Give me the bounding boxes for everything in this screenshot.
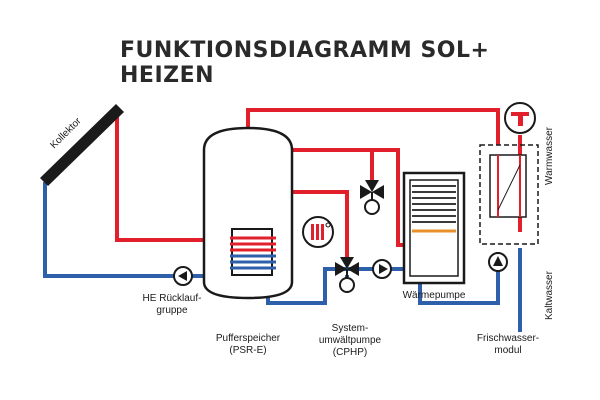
buffer-tank [202, 126, 294, 300]
system-pump-label-line3: (CPHP) [333, 347, 367, 358]
fresh-water-module-label-line1: Frischwasser- [477, 333, 539, 344]
labels: HE Rücklauf- gruppe Pufferspeicher (PSR-… [143, 126, 555, 358]
fresh-water-module [479, 144, 539, 272]
mixing-valve-lower-icon [335, 257, 359, 293]
heating-flow-pipe [292, 190, 349, 262]
diagram-title-line1: FUNKTIONSDIAGRAMM SOL+ [120, 38, 489, 63]
collector-flow-pipe [115, 117, 236, 242]
tap-icon [504, 102, 536, 134]
cold-water-label: Kaltwasser [544, 270, 555, 320]
collector-return-pipe [43, 182, 230, 278]
he-return-group-label-line2: gruppe [156, 305, 188, 316]
tank-to-freshwater-pipe [246, 108, 500, 145]
heat-pump-label: Wärmepumpe [403, 290, 466, 301]
heat-exchanger-coil [230, 236, 276, 270]
buffer-tank-label-line1: Pufferspeicher [216, 333, 281, 344]
collector: Kollektor [40, 104, 124, 186]
thermostat-icon [302, 216, 334, 248]
system-pump-label-line1: System- [332, 323, 369, 334]
buffer-tank-label-line2: (PSR-E) [229, 345, 266, 356]
heat-pump [402, 171, 466, 285]
red-flow-pipes [115, 108, 522, 262]
he-return-group-label-line1: HE Rücklauf- [143, 293, 202, 304]
heat-pump-grille [412, 185, 456, 223]
system-pump-icon [372, 259, 392, 279]
mixing-valve-upper-icon [360, 180, 384, 215]
fresh-water-module-frame [479, 144, 539, 245]
heat-pump-flow-pipe [292, 148, 404, 247]
warm-water-label: Warmwasser [544, 126, 555, 185]
fresh-water-module-label-line2: modul [494, 345, 521, 356]
diagram-title-line2: HEIZEN [120, 63, 214, 88]
system-pump-label-line2: umwältpumpe [319, 335, 382, 346]
he-return-pump-icon [173, 266, 193, 286]
collector-panel [40, 104, 124, 186]
